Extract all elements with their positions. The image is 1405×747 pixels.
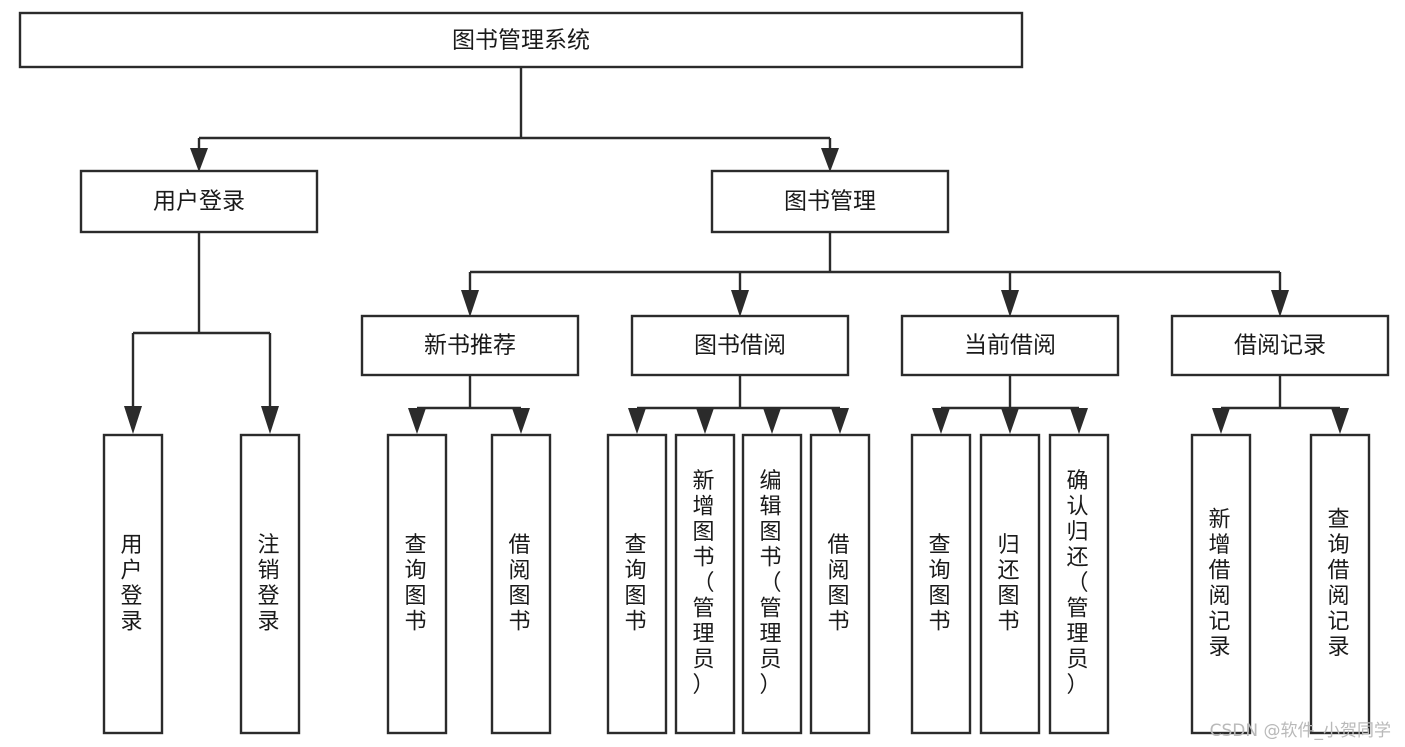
leaf-add-book[interactable]: 新增图书（管理员）: [674, 433, 736, 735]
arrow-to-leaf-return-book: [1001, 408, 1019, 434]
arrow-to-leaf-confirm-return: [1070, 408, 1088, 434]
node-label-new-book-recommend: 新书推荐: [424, 333, 516, 359]
arrow-to-leaf-add-book: [696, 408, 714, 434]
node-label-root: 图书管理系统: [452, 28, 590, 54]
arrow-to-leaf-query-book-1: [408, 408, 426, 434]
leaf-label-return-book: 归还图书: [997, 533, 1022, 635]
arrow-to-leaf-logout-login: [261, 406, 279, 434]
arrow-to-current-borrow: [1001, 290, 1019, 317]
arrow-to-leaf-query-record: [1331, 408, 1349, 434]
node-current-borrow[interactable]: 当前借阅: [900, 314, 1120, 377]
leaf-borrow-book-2[interactable]: 借阅图书: [809, 433, 871, 735]
leaf-logout-login[interactable]: 注销登录: [239, 433, 301, 735]
leaf-label-borrow-book-1: 借阅图书: [508, 533, 533, 635]
edge-layer: [124, 67, 1349, 434]
arrow-to-leaf-query-book-3: [932, 408, 950, 434]
leaf-label-edit-book: 编辑图书（管理员）: [759, 469, 784, 698]
node-book-borrow[interactable]: 图书借阅: [630, 314, 850, 377]
arrow-to-leaf-borrow-book-2: [831, 408, 849, 434]
leaf-label-logout-login: 注销登录: [257, 533, 282, 635]
leaf-add-record[interactable]: 新增借阅记录: [1190, 433, 1252, 735]
arrow-to-book-borrow: [731, 290, 749, 317]
leaf-confirm-return[interactable]: 确认归还（管理员）: [1048, 433, 1110, 735]
node-book-management[interactable]: 图书管理: [710, 169, 950, 234]
leaf-label-add-record: 新增借阅记录: [1208, 507, 1233, 660]
node-label-user-login: 用户登录: [153, 189, 245, 215]
arrow-to-book-management: [821, 148, 839, 172]
leaf-query-book-1[interactable]: 查询图书: [386, 433, 448, 735]
leaf-user-login[interactable]: 用户登录: [102, 433, 164, 735]
leaf-label-query-record: 查询借阅记录: [1327, 507, 1352, 660]
leaf-label-user-login: 用户登录: [120, 533, 145, 635]
leaf-return-book[interactable]: 归还图书: [979, 433, 1041, 735]
leaf-label-borrow-book-2: 借阅图书: [827, 533, 852, 635]
leaf-query-book-2[interactable]: 查询图书: [606, 433, 668, 735]
leaf-query-record[interactable]: 查询借阅记录: [1309, 433, 1371, 735]
node-user-login[interactable]: 用户登录: [79, 169, 319, 234]
arrow-to-leaf-edit-book: [763, 408, 781, 434]
leaf-label-query-book-1: 查询图书: [404, 533, 429, 635]
leaf-borrow-book-1[interactable]: 借阅图书: [490, 433, 552, 735]
node-borrow-record[interactable]: 借阅记录: [1170, 314, 1390, 377]
leaf-label-add-book: 新增图书（管理员）: [692, 469, 717, 698]
node-label-book-borrow: 图书借阅: [694, 333, 786, 359]
leaf-label-query-book-3: 查询图书: [928, 533, 953, 635]
arrow-to-leaf-borrow-book-1: [512, 408, 530, 434]
leaf-label-query-book-2: 查询图书: [624, 533, 649, 635]
arrow-to-leaf-query-book-2: [628, 408, 646, 434]
leaf-label-confirm-return: 确认归还（管理员）: [1066, 469, 1091, 698]
arrow-to-leaf-add-record: [1212, 408, 1230, 434]
arrow-to-user-login: [190, 148, 208, 172]
node-new-book-recommend[interactable]: 新书推荐: [360, 314, 580, 377]
node-label-borrow-record: 借阅记录: [1234, 333, 1326, 359]
arrow-to-leaf-user-login: [124, 406, 142, 434]
node-label-book-management: 图书管理: [784, 189, 876, 215]
node-label-current-borrow: 当前借阅: [964, 333, 1056, 359]
leaf-query-book-3[interactable]: 查询图书: [910, 433, 972, 735]
arrow-to-borrow-record: [1271, 290, 1289, 317]
arrow-to-new-book-recommend: [461, 290, 479, 317]
node-book-management-system[interactable]: 图书管理系统: [18, 11, 1024, 69]
leaf-edit-book[interactable]: 编辑图书（管理员）: [741, 433, 803, 735]
